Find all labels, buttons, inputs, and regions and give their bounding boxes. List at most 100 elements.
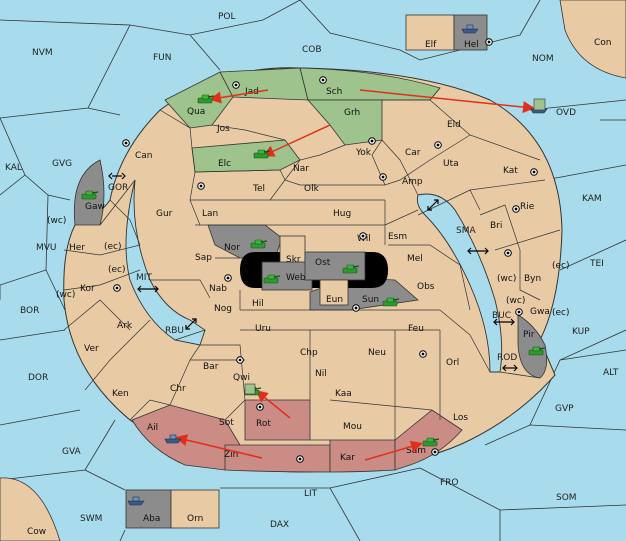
- label-dor: DOR: [28, 373, 48, 383]
- label-kaa: Kaa: [335, 389, 352, 399]
- label-buc: BUC: [492, 311, 511, 321]
- label-dax: DAX: [270, 520, 289, 530]
- passage-arrow-rod: [502, 364, 518, 372]
- order-arrows: [175, 89, 535, 461]
- label-sot: Sot: [219, 418, 234, 428]
- coast-tag: (ec): [108, 265, 126, 275]
- order-arrow: [359, 89, 535, 114]
- label-orn: Orn: [187, 514, 203, 524]
- region-ost[interactable]: [304, 251, 366, 281]
- order-arrow: [175, 434, 263, 459]
- label-jos: Jos: [216, 124, 230, 134]
- label-eun: Eun: [326, 295, 343, 305]
- passage-arrows: [108, 172, 518, 372]
- label-zin: Zin: [224, 450, 238, 460]
- label-can: Can: [135, 151, 153, 161]
- label-car: Car: [405, 148, 421, 158]
- label-nom: NOM: [532, 54, 554, 64]
- coast-tag: (ec): [552, 261, 570, 271]
- passage-arrow-rbu: [185, 318, 197, 330]
- label-nab: Nab: [209, 284, 227, 294]
- label-kat: Kat: [503, 166, 518, 176]
- label-ver: Ver: [84, 344, 99, 354]
- label-kup: KUP: [572, 327, 590, 337]
- region-rot[interactable]: [244, 399, 311, 441]
- label-rbu: RBU: [165, 326, 184, 336]
- region-grh[interactable]: [307, 99, 383, 146]
- label-sap: Sap: [195, 253, 212, 263]
- label-bor: BOR: [20, 306, 39, 316]
- label-sma: SMA: [456, 226, 476, 236]
- label-ail: Ail: [147, 423, 158, 433]
- coast-tag: (wc): [56, 290, 75, 300]
- sea-labels: POL NVM FUN COB NOM Con OVD KAL GVG GOR …: [5, 12, 619, 537]
- label-cow: Cow: [27, 527, 46, 537]
- label-kal: KAL: [5, 163, 22, 173]
- region-zin[interactable]: [224, 444, 331, 473]
- passage-arrow-mit: [137, 285, 159, 293]
- region-pir[interactable]: [517, 314, 548, 379]
- label-nog: Nog: [214, 304, 232, 314]
- label-gwa: Gwa: [530, 307, 550, 317]
- label-los: Los: [453, 413, 468, 423]
- label-alt: ALT: [603, 368, 619, 378]
- qwi-unit-box: [244, 383, 256, 395]
- label-nil: Nil: [315, 369, 327, 379]
- label-yok: Yok: [355, 148, 372, 158]
- label-qua: Qua: [187, 107, 205, 117]
- region-hel[interactable]: [453, 14, 488, 51]
- region-eun[interactable]: [319, 279, 349, 306]
- order-arrow: [255, 390, 291, 419]
- label-bar: Bar: [203, 362, 219, 372]
- label-rod: ROD: [497, 353, 517, 363]
- label-cob: COB: [302, 45, 322, 55]
- label-hug: Hug: [333, 209, 351, 219]
- label-pir: Pir: [523, 330, 535, 340]
- coast-tags: (wc) (ec) (ec) (wc) (wc) (ec) (wc) (ec): [47, 216, 570, 318]
- passage-arrow-sma-north: [427, 199, 439, 211]
- label-web: Web: [286, 273, 306, 283]
- label-chp: Chp: [300, 348, 318, 358]
- land-borders: [63, 87, 561, 441]
- coast-tag: (wc): [497, 274, 516, 284]
- coast-tag: (ec): [104, 242, 122, 252]
- label-hel: Hel: [464, 40, 479, 50]
- label-kar: Kar: [340, 453, 355, 463]
- label-nvm: NVM: [32, 48, 53, 58]
- label-pol: POL: [218, 12, 236, 22]
- coast-tag: (wc): [506, 296, 525, 306]
- label-olk: Olk: [304, 184, 320, 194]
- ovd-unit-box: [533, 98, 546, 111]
- label-uta: Uta: [443, 159, 459, 169]
- label-ken: Ken: [112, 389, 129, 399]
- label-chr: Chr: [170, 384, 186, 394]
- label-rot: Rot: [256, 419, 271, 429]
- label-gva: GVA: [62, 447, 82, 457]
- label-feu: Feu: [408, 324, 424, 334]
- label-eld: Eld: [447, 120, 461, 130]
- label-tei: TEI: [589, 259, 604, 269]
- label-gur: Gur: [156, 209, 173, 219]
- coast-tag: (wc): [47, 216, 66, 226]
- region-elf[interactable]: [405, 14, 455, 51]
- label-ark: Ark: [117, 321, 133, 331]
- passage-arrow-buc: [493, 318, 515, 326]
- label-qwi: Qwi: [233, 373, 250, 383]
- label-lit: LIT: [304, 489, 318, 499]
- label-kam: KAM: [582, 194, 602, 204]
- label-nor: Nor: [224, 243, 240, 253]
- region-orn[interactable]: [170, 489, 220, 529]
- label-elf: Elf: [425, 40, 437, 50]
- label-fro: FRO: [440, 478, 459, 488]
- label-obs: Obs: [417, 282, 435, 292]
- gulf-borders: [99, 179, 541, 379]
- order-arrow: [209, 89, 269, 104]
- label-esm: Esm: [388, 232, 407, 242]
- label-orl: Orl: [446, 358, 459, 368]
- label-nar: Nar: [293, 164, 309, 174]
- label-sch: Sch: [326, 87, 342, 97]
- label-som: SOM: [556, 493, 577, 503]
